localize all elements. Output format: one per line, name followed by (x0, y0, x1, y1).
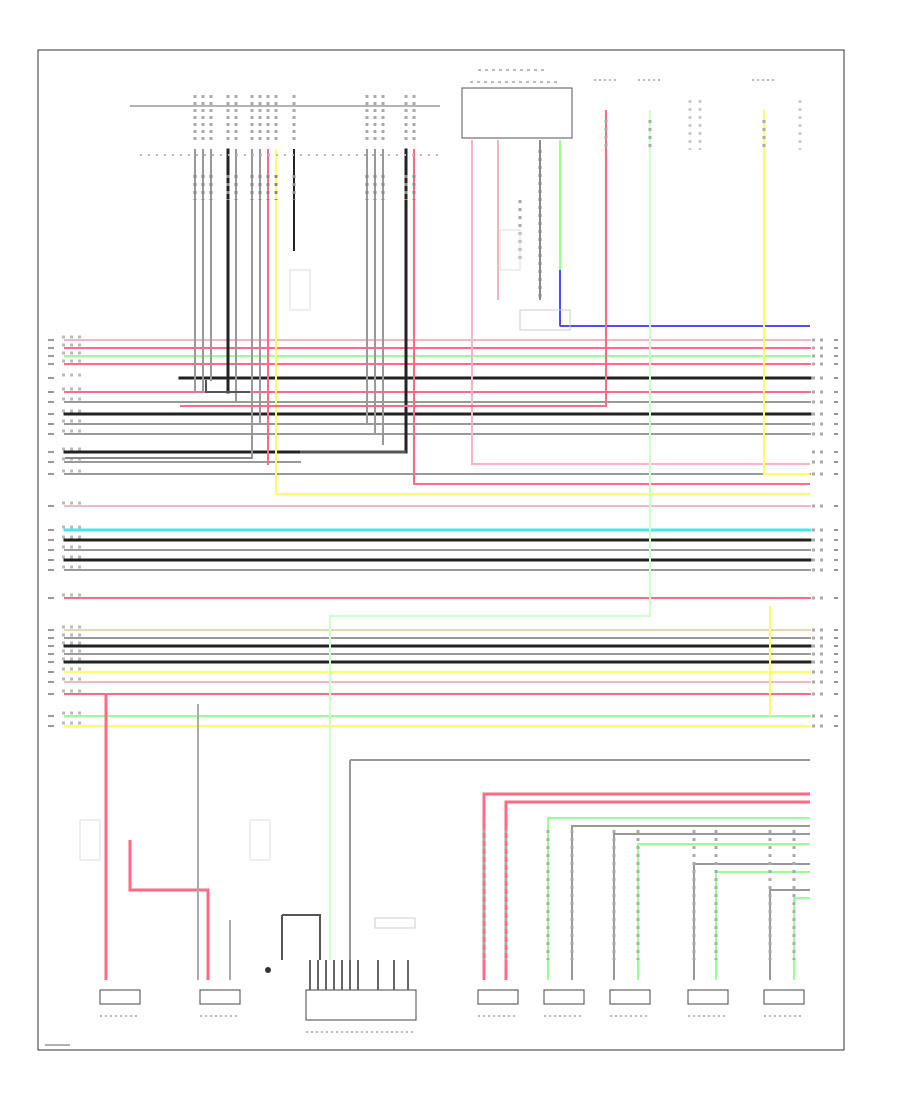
component-housing (99, 989, 141, 1005)
component-housing (609, 989, 651, 1005)
relay-box (461, 87, 573, 139)
harness-wire (128, 840, 210, 980)
component-housing (687, 989, 729, 1005)
diagram-frame (37, 49, 845, 1051)
component-label-marks (249, 819, 271, 861)
component-housing (477, 989, 519, 1005)
ground-point (265, 967, 271, 973)
component-housing (199, 989, 241, 1005)
harness-wire (282, 914, 321, 960)
component-label-marks (289, 269, 311, 311)
harness-wire (715, 871, 810, 980)
harness-wire (471, 140, 810, 465)
harness-wire (329, 110, 651, 960)
ground-label (519, 309, 571, 331)
harness-wire (693, 863, 810, 980)
component-label-marks (499, 229, 521, 271)
harness-wire (571, 825, 810, 980)
harness-wire (613, 833, 810, 980)
component-label-marks (79, 819, 101, 861)
harness-wire (769, 889, 810, 980)
component-housing (763, 989, 805, 1005)
wire-group (48, 95, 838, 980)
harness-wire (793, 897, 810, 980)
harness-wire (559, 140, 810, 327)
harness-wire (180, 110, 607, 407)
component-label-marks (374, 917, 416, 929)
harness-wire (763, 110, 810, 475)
component-housing (543, 989, 585, 1005)
harness-wire (205, 380, 250, 393)
component-housing (305, 989, 417, 1021)
harness-wire (482, 792, 810, 980)
harness-wire (504, 800, 810, 980)
component-group (45, 69, 805, 1046)
